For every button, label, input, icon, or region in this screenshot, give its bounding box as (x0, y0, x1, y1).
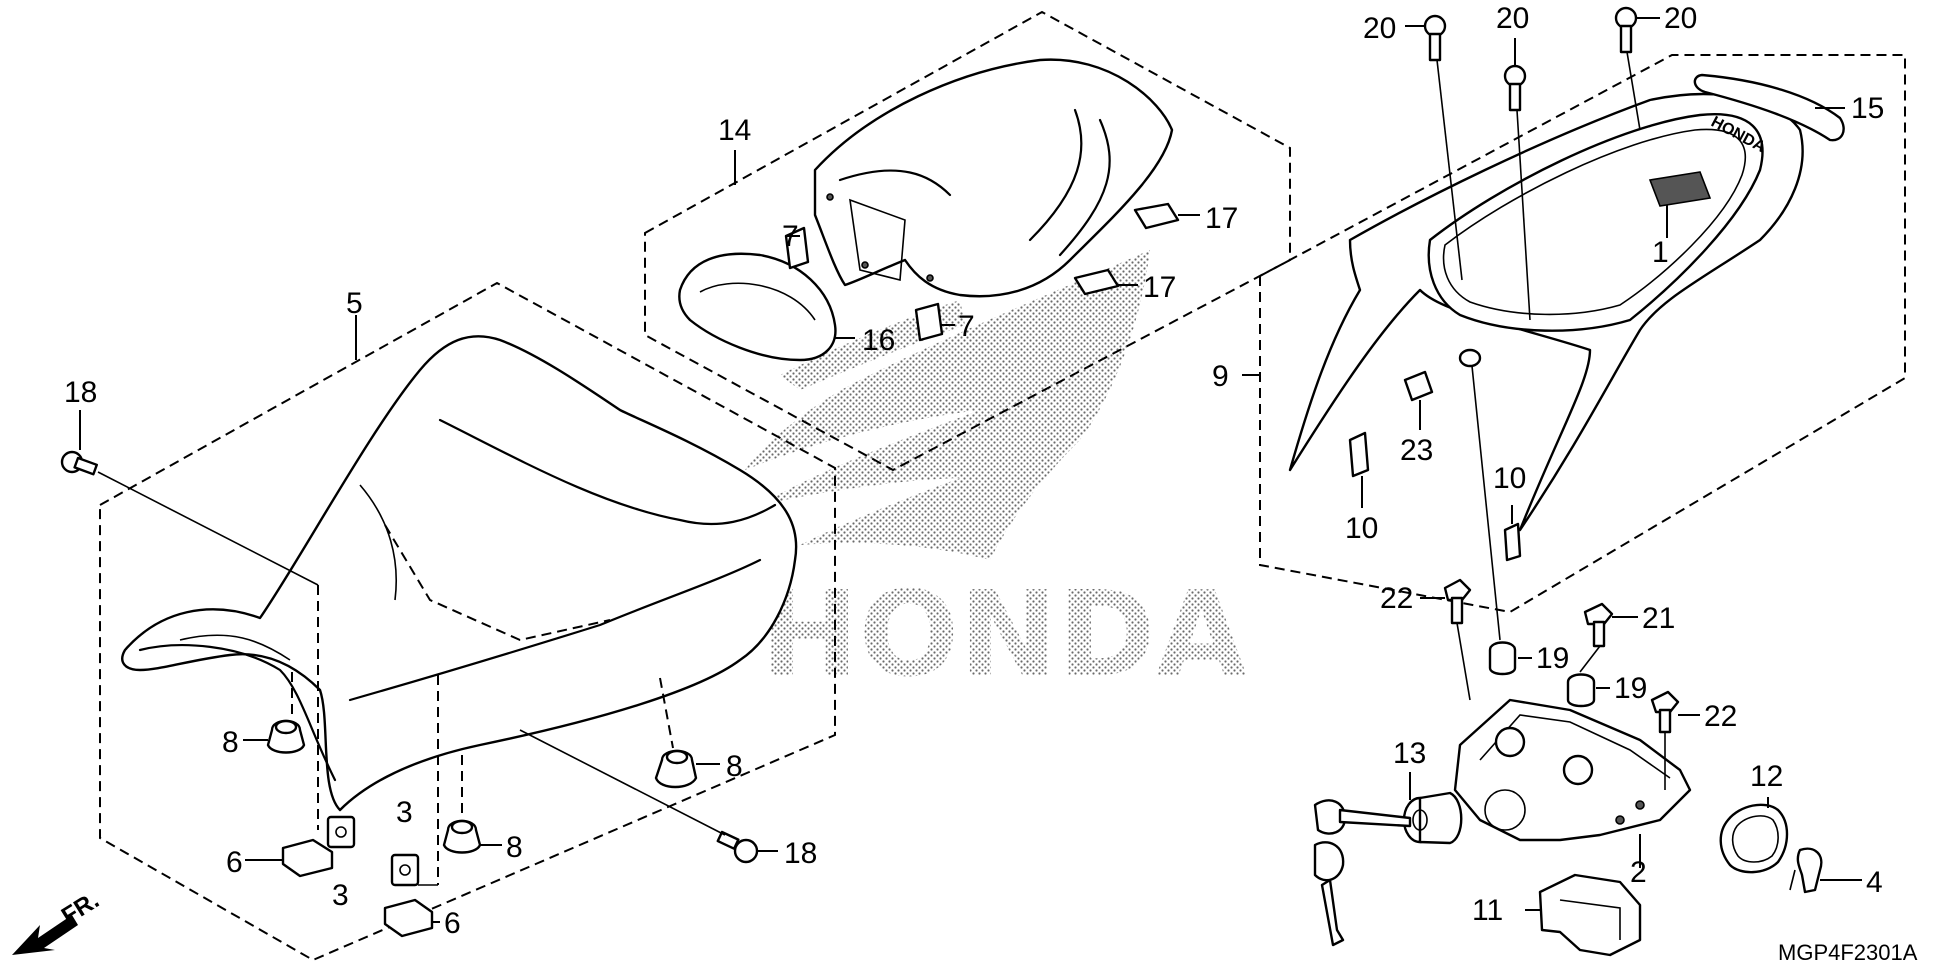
rubber-8-c (442, 819, 482, 854)
callout-8b: 8 (726, 750, 743, 783)
callout-8c: 8 (506, 831, 523, 864)
clip-3-b (390, 853, 420, 887)
callout-2: 2 (1630, 856, 1647, 889)
callout-20a: 20 (1363, 12, 1396, 45)
callout-10b: 10 (1493, 462, 1526, 495)
bolt-20-b (1503, 64, 1527, 112)
group-box-rear-cowl (1259, 54, 1906, 614)
group-box-front-seat (99, 281, 836, 962)
callout-4: 4 (1866, 866, 1883, 899)
callout-23: 23 (1400, 434, 1433, 467)
callout-3b: 3 (396, 796, 413, 829)
bolt-20-a (1423, 14, 1447, 62)
leader-lines (79, 17, 1862, 923)
wing-shape (745, 250, 1150, 560)
holder-12 (1719, 803, 1789, 874)
honda-wing-watermark: HONDA (745, 250, 1247, 703)
callout-17a: 17 (1205, 202, 1238, 235)
callout-8a: 8 (222, 726, 239, 759)
callout-7a: 7 (782, 220, 799, 253)
watermark-text: HONDA (760, 565, 1247, 703)
callout-1: 1 (1652, 236, 1669, 269)
collar-19-b (1566, 673, 1596, 708)
bolt-22-a (1443, 578, 1472, 625)
bolt-18-right (716, 830, 759, 864)
collar-19-a (1488, 641, 1517, 676)
tape-17-a (1133, 202, 1180, 230)
callout-9: 9 (1212, 360, 1229, 393)
rubber-8-a (266, 719, 306, 754)
lock-cylinder-13 (1402, 791, 1463, 845)
callout-numbers: 1 2 3 3 4 5 6 6 7 7 8 8 8 9 10 10 11 12 … (64, 2, 1884, 940)
callout-17b: 17 (1143, 271, 1176, 304)
callout-19a: 19 (1536, 642, 1569, 675)
callout-20b: 20 (1496, 2, 1529, 35)
spacer-10-a (1348, 431, 1370, 478)
callout-21: 21 (1642, 602, 1675, 635)
bolt-22-b (1650, 690, 1680, 734)
rubber-8-b (654, 749, 698, 789)
callout-15: 15 (1851, 92, 1884, 125)
bolt-20-c (1614, 6, 1638, 54)
callout-3a: 3 (332, 879, 349, 912)
spacer-23 (1403, 370, 1434, 402)
rear-cowl: HONDA (1288, 92, 1804, 532)
keys (1313, 799, 1412, 947)
tape-7-a (784, 226, 810, 270)
bracket-11 (1538, 873, 1642, 957)
bolt-21 (1583, 602, 1614, 648)
clip-3-a (326, 815, 356, 849)
bolt-18-left (60, 450, 98, 476)
spacer-10-b (1503, 522, 1522, 562)
diagram-code: MGP4F2301A (1778, 940, 1918, 965)
callout-19b: 19 (1614, 672, 1647, 705)
callout-12: 12 (1750, 760, 1783, 793)
callout-14: 14 (718, 114, 751, 147)
callout-6a: 6 (226, 846, 243, 879)
callout-16: 16 (862, 324, 895, 357)
bracket-2 (1453, 698, 1692, 842)
pad-6-b (383, 898, 434, 938)
clip-4 (1789, 847, 1823, 894)
callout-20c: 20 (1664, 2, 1697, 35)
callout-6b: 6 (444, 907, 461, 940)
callout-22b: 22 (1704, 700, 1737, 733)
callout-10a: 10 (1345, 512, 1378, 545)
callout-18b: 18 (784, 837, 817, 870)
callout-18a: 18 (64, 376, 97, 409)
seat-cowl (813, 58, 1174, 298)
callout-22a: 22 (1380, 582, 1413, 615)
pad-6-a (281, 838, 334, 878)
front-direction-arrow: FR. (12, 887, 104, 955)
front-seat (121, 335, 798, 812)
callout-5: 5 (346, 287, 363, 320)
rear-grip-15 (1693, 73, 1845, 142)
callout-7b: 7 (958, 310, 975, 343)
callout-13: 13 (1393, 737, 1426, 770)
pad-cover-16 (678, 252, 837, 362)
tape-7-b (914, 302, 944, 342)
callout-11: 11 (1472, 894, 1503, 927)
